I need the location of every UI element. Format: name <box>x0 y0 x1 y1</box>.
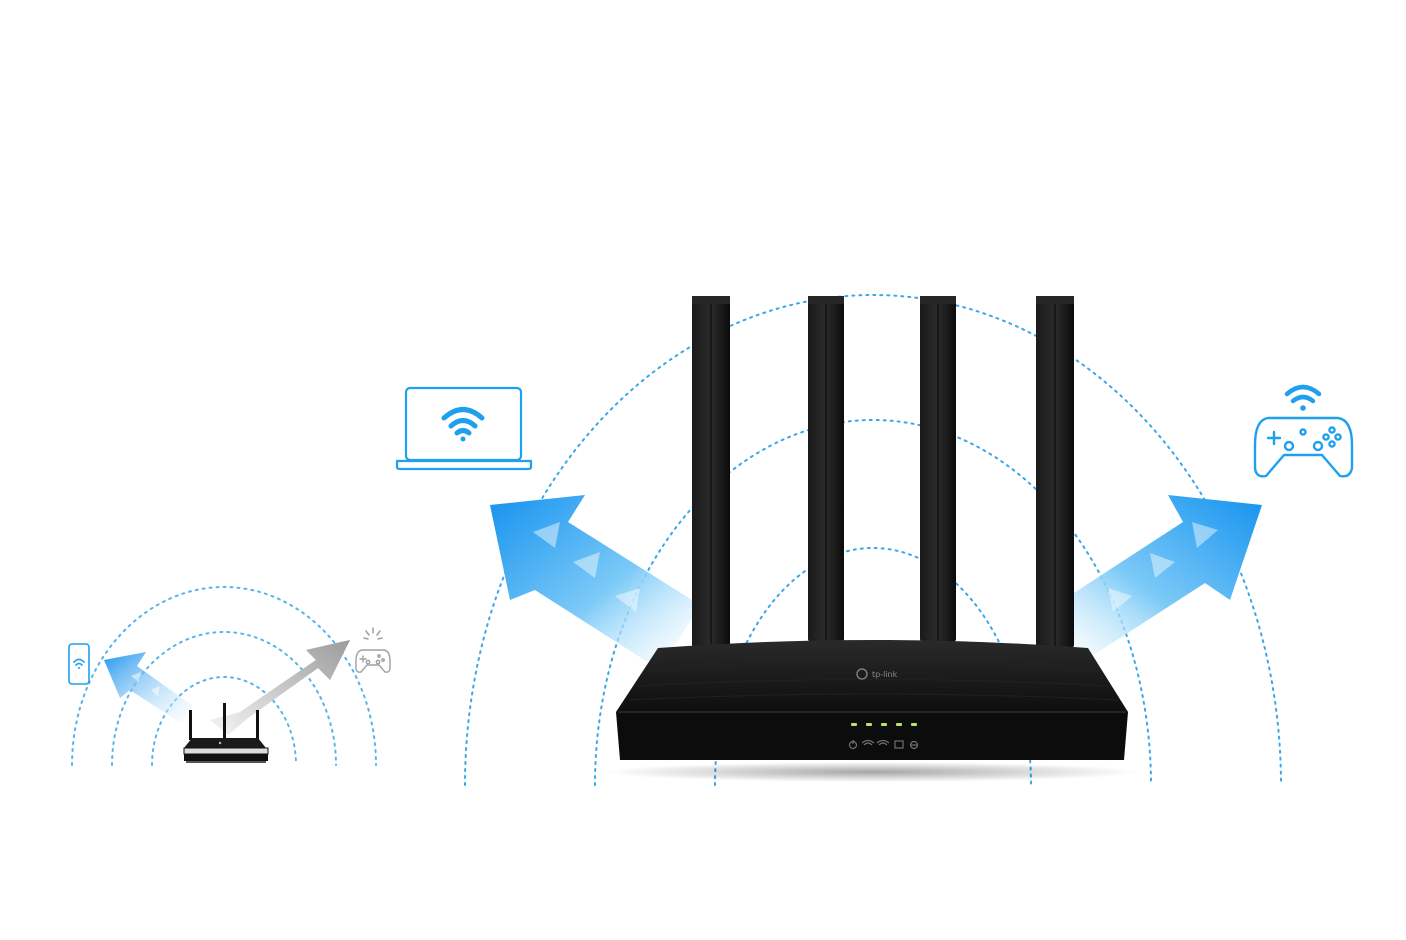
router-antennas <box>692 296 1074 648</box>
status-leds <box>851 723 917 726</box>
gamepad-wifi-icon <box>1253 384 1354 478</box>
led-icons <box>848 739 919 750</box>
antenna-2 <box>808 296 844 642</box>
router-main: tp-link <box>616 640 1128 760</box>
antenna-1 <box>692 296 730 648</box>
router-shadow <box>604 762 1140 782</box>
laptop-wifi-icon <box>395 386 533 471</box>
small-router <box>183 703 269 763</box>
lan-icon <box>894 740 904 749</box>
phone-wifi-icon <box>68 643 90 685</box>
gamepad-buffering-icon <box>355 627 391 673</box>
tplink-logo: tp-link <box>856 668 898 680</box>
wifi-2g-icon <box>861 739 875 746</box>
internet-icon <box>909 740 919 750</box>
antenna-3 <box>920 296 956 642</box>
wifi-5g-icon <box>876 739 890 746</box>
small-gray-arrow <box>210 640 350 735</box>
logo-text: tp-link <box>872 670 898 679</box>
beamforming-arrow-left <box>490 495 700 670</box>
small-blue-arrow <box>104 652 193 724</box>
beamforming-arrow-right <box>1040 495 1262 660</box>
power-icon <box>848 740 858 750</box>
antenna-4 <box>1036 296 1074 648</box>
